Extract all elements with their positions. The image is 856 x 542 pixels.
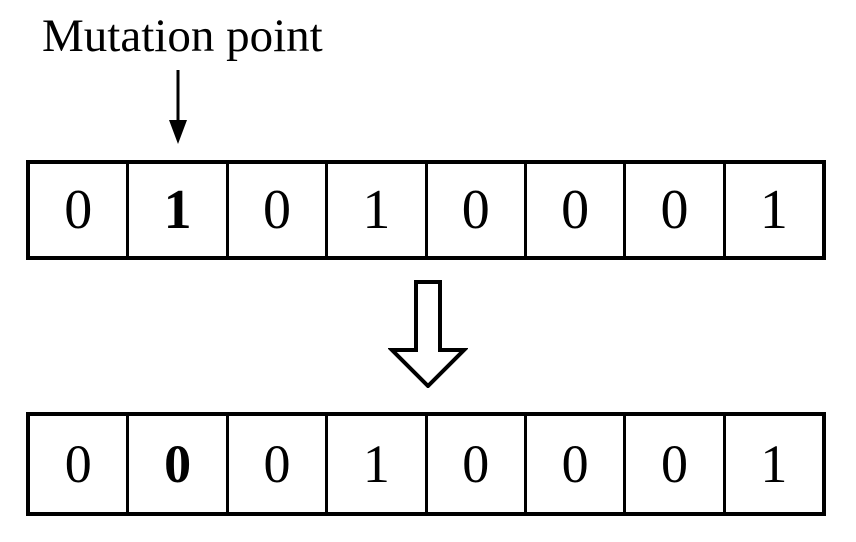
- gene-cell[interactable]: 0: [427, 416, 527, 512]
- block-arrow-down-icon: [388, 280, 468, 388]
- gene-cell-mutated[interactable]: 0: [129, 416, 229, 512]
- gene-cell[interactable]: 0: [228, 416, 329, 512]
- child-chromosome-row: 0 0 0 1 0 0 0 1: [26, 412, 826, 516]
- gene-cell[interactable]: 0: [427, 164, 527, 256]
- gene-cell[interactable]: 0: [30, 164, 130, 256]
- gene-cell[interactable]: 0: [626, 164, 726, 256]
- gene-cell[interactable]: 0: [526, 416, 627, 512]
- mutation-point-label: Mutation point: [42, 10, 323, 62]
- gene-cell[interactable]: 1: [725, 416, 822, 512]
- parent-chromosome-row: 0 1 0 1 0 0 0 1: [26, 160, 826, 260]
- gene-cell[interactable]: 0: [30, 416, 130, 512]
- gene-cell[interactable]: 0: [526, 164, 627, 256]
- down-arrow-thin-icon: [169, 70, 187, 144]
- gene-cell[interactable]: 0: [626, 416, 726, 512]
- gene-cell[interactable]: 1: [725, 164, 822, 256]
- gene-cell[interactable]: 0: [228, 164, 329, 256]
- gene-cell[interactable]: 1: [328, 416, 428, 512]
- gene-cell-mutated[interactable]: 1: [129, 164, 229, 256]
- gene-cell[interactable]: 1: [328, 164, 428, 256]
